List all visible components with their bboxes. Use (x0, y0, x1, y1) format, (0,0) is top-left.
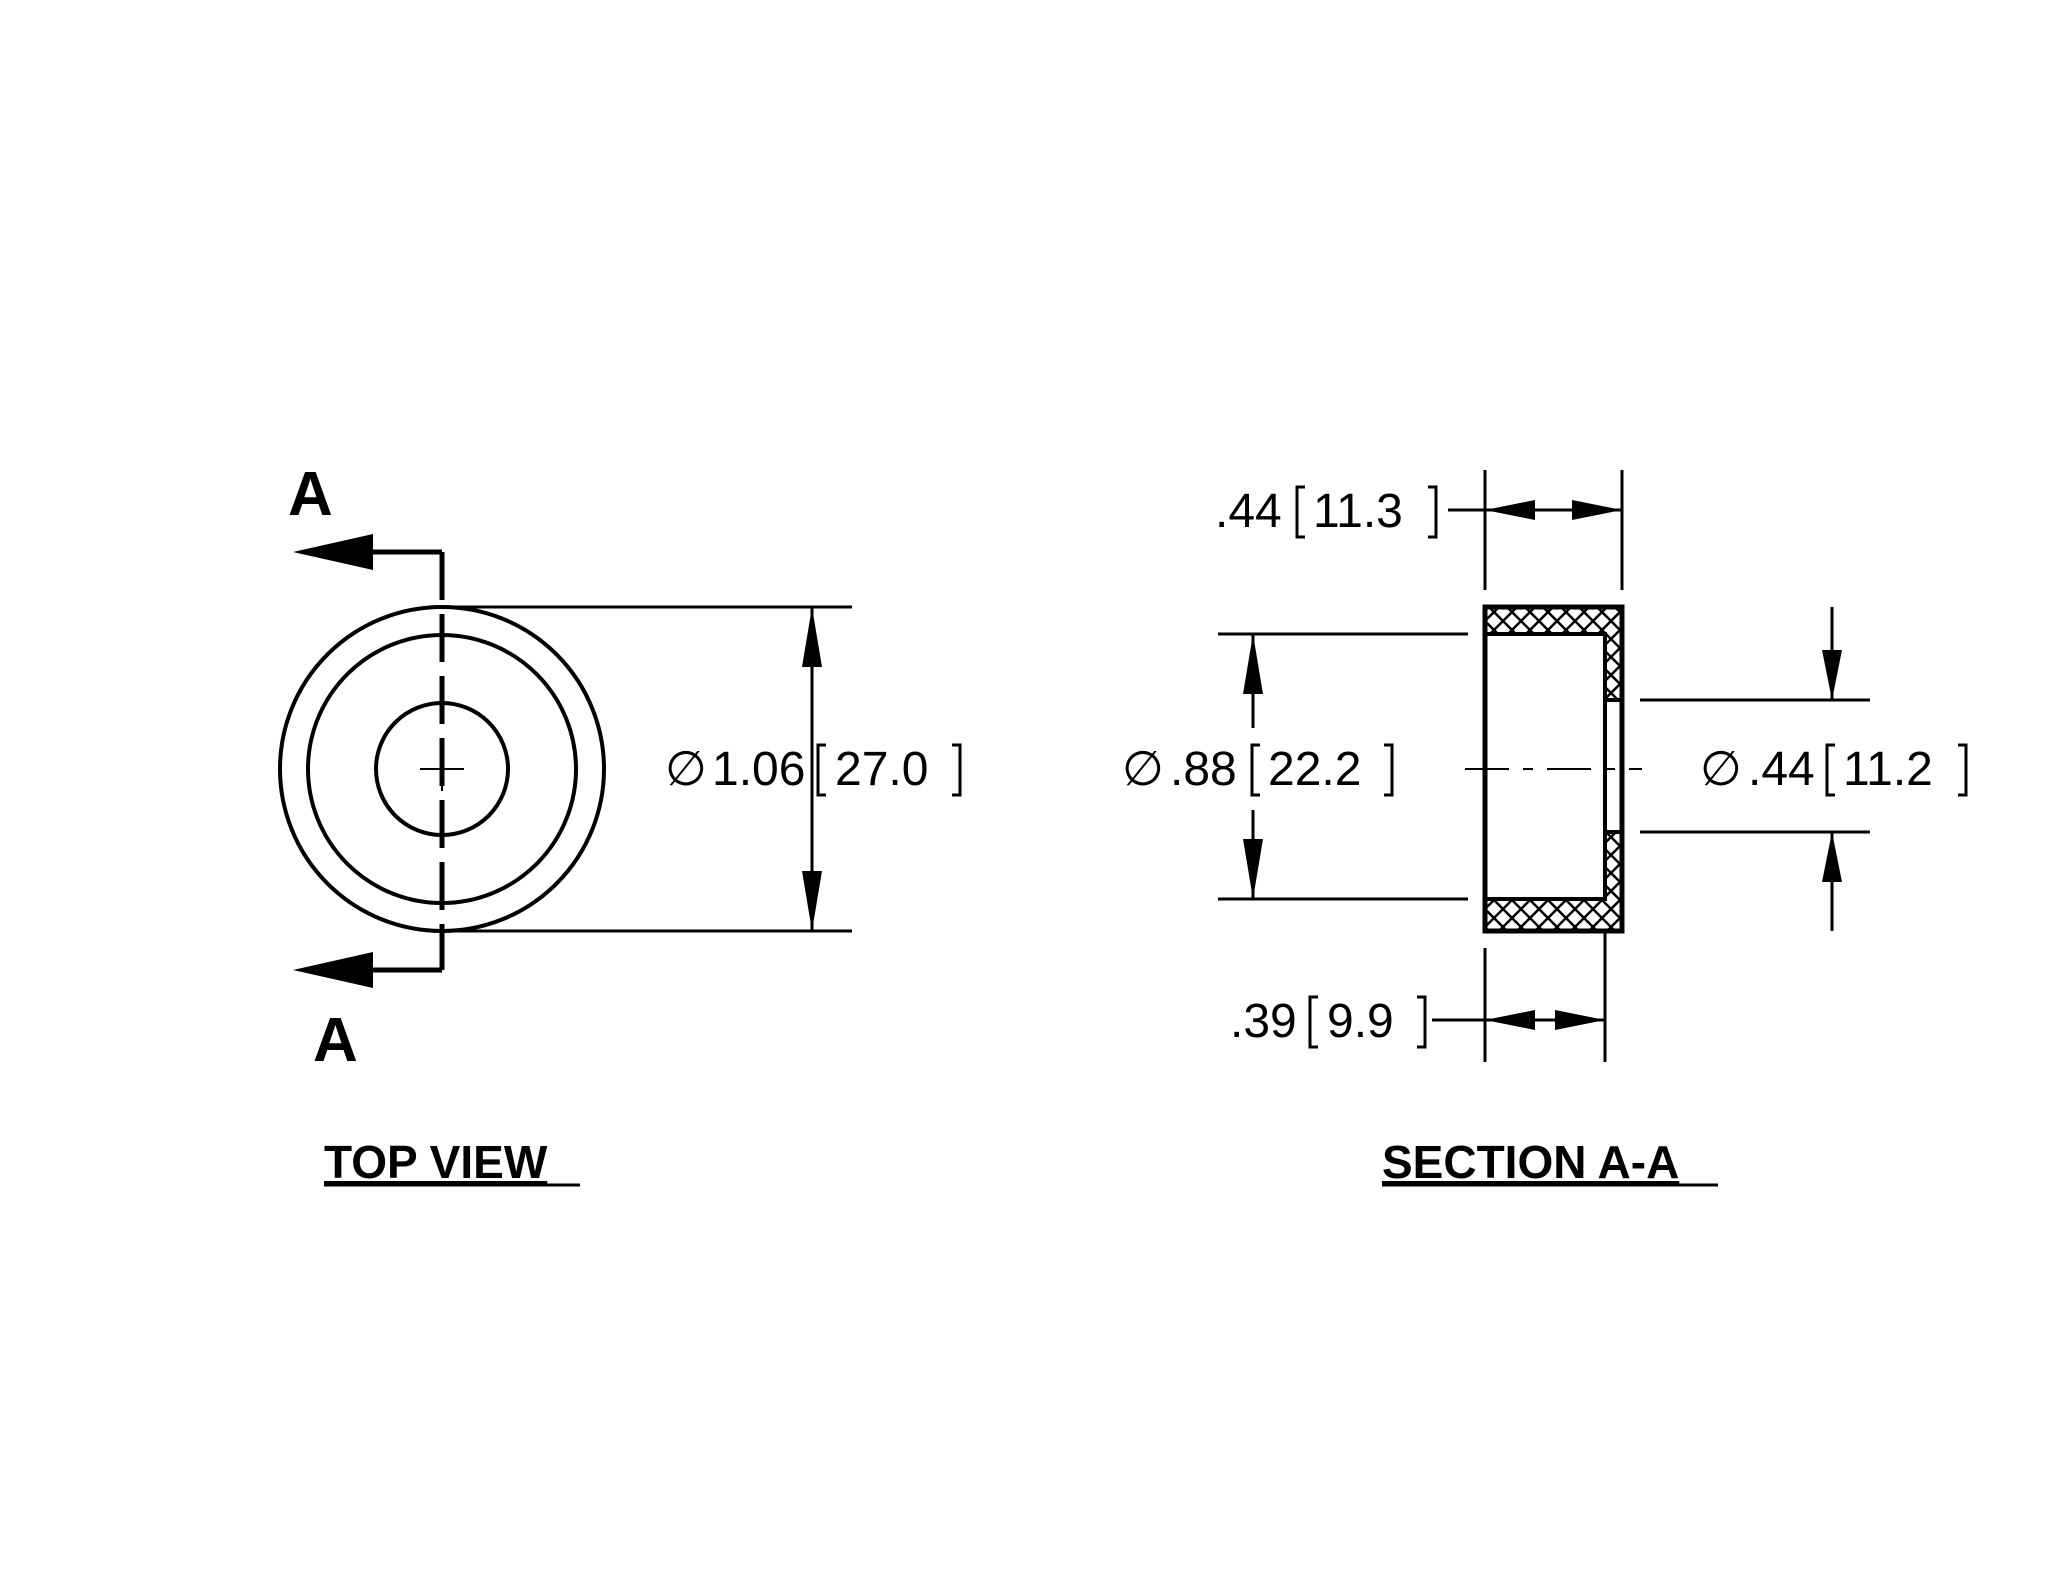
top-view-title: TOP VIEW (324, 1136, 548, 1188)
section-view-title: SECTION A-A (1382, 1136, 1679, 1188)
top-view: A A ∅ 1.06 27.0 TOP VIEW (278, 460, 962, 1188)
inner-diameter-dimension-text: ∅ .88 22.2 (1122, 743, 1394, 797)
depth-arrow-right (1555, 1010, 1605, 1030)
svg-text:∅: ∅ (665, 743, 707, 796)
dim-arrow-down (802, 871, 822, 931)
hole-arrow-down (1822, 650, 1842, 700)
svg-text:.44: .44 (1215, 485, 1282, 538)
svg-text:.88: .88 (1170, 743, 1237, 796)
inner-diameter-arrow-up (1243, 634, 1263, 694)
height-arrow-right (1572, 500, 1622, 520)
height-dimension-text: .44 11.3 (1215, 485, 1438, 539)
height-arrow-left (1485, 500, 1535, 520)
svg-text:∅: ∅ (1700, 743, 1742, 796)
depth-arrow-left (1485, 1010, 1535, 1030)
svg-text:∅: ∅ (1122, 743, 1164, 796)
svg-text:11.2: 11.2 (1843, 743, 1933, 796)
dim-arrow-up (802, 607, 822, 667)
svg-text:27.0: 27.0 (835, 743, 928, 796)
section-arrow-top (293, 534, 373, 570)
section-arrow-bottom (293, 952, 373, 988)
hole-diameter-dimension-text: ∅ .44 11.2 (1700, 743, 1968, 797)
diameter-dimension-text: ∅ 1.06 27.0 (665, 743, 962, 797)
hole-arrow-up (1822, 832, 1842, 882)
svg-text:22.2: 22.2 (1268, 743, 1361, 796)
svg-text:.39: .39 (1230, 995, 1297, 1048)
svg-text:1.06: 1.06 (712, 743, 805, 796)
section-label-bottom: A (313, 1006, 358, 1075)
svg-text:.44: .44 (1748, 743, 1815, 796)
svg-text:9.9: 9.9 (1327, 995, 1394, 1048)
svg-text:11.3: 11.3 (1313, 485, 1403, 538)
depth-dimension-text: .39 9.9 (1230, 995, 1427, 1049)
section-view: .44 11.3 ∅ .88 22.2 ∅ .44 11.2 (1122, 470, 1968, 1188)
section-label-top: A (288, 460, 333, 529)
inner-diameter-arrow-down (1243, 839, 1263, 899)
